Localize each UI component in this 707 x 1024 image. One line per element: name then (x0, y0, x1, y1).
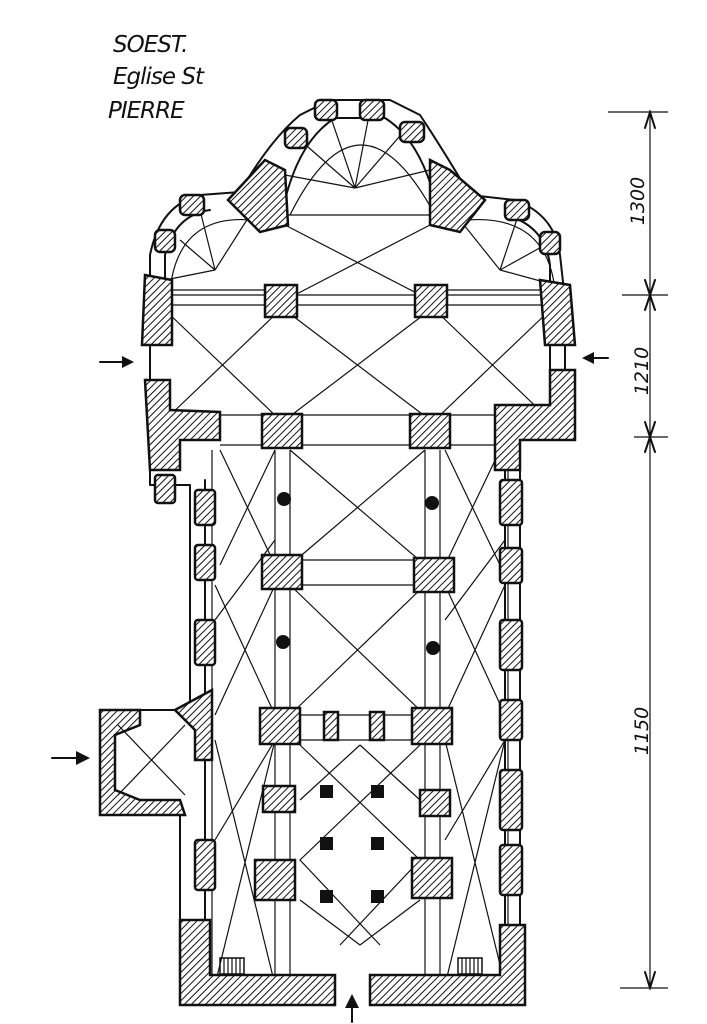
pier (413, 283, 449, 319)
main-piers (253, 283, 456, 902)
small-columns (276, 492, 440, 903)
pier (408, 412, 452, 450)
title-line-2: Eglise St (113, 64, 204, 90)
title-line-3: PIERRE (108, 98, 185, 124)
apse-buttresses (153, 98, 562, 897)
pier (261, 784, 297, 814)
pier (410, 706, 454, 746)
entrance-arrow-west (345, 994, 359, 1023)
pier (368, 710, 386, 742)
apse-vault-ribs (160, 109, 560, 291)
pier (260, 412, 304, 450)
dimension-line (608, 110, 668, 990)
stair-icon (219, 957, 483, 975)
title-line-1: SOEST. (113, 32, 188, 58)
porch-vault-ribs (117, 724, 186, 796)
entrance-arrow-north-porch (51, 751, 90, 765)
pier (253, 858, 297, 902)
nave-vault-ribs (211, 449, 509, 990)
pier (322, 710, 340, 742)
pier (410, 856, 454, 900)
pier (258, 706, 302, 746)
entrance-arrow-north-transept (99, 356, 134, 368)
pier (263, 283, 299, 319)
pier (260, 553, 304, 591)
entrance-arrow-south-transept (582, 352, 609, 364)
transept-vault-ribs (164, 224, 555, 446)
pier (412, 556, 456, 594)
wall-masses (98, 157, 577, 1007)
pier (418, 788, 452, 818)
